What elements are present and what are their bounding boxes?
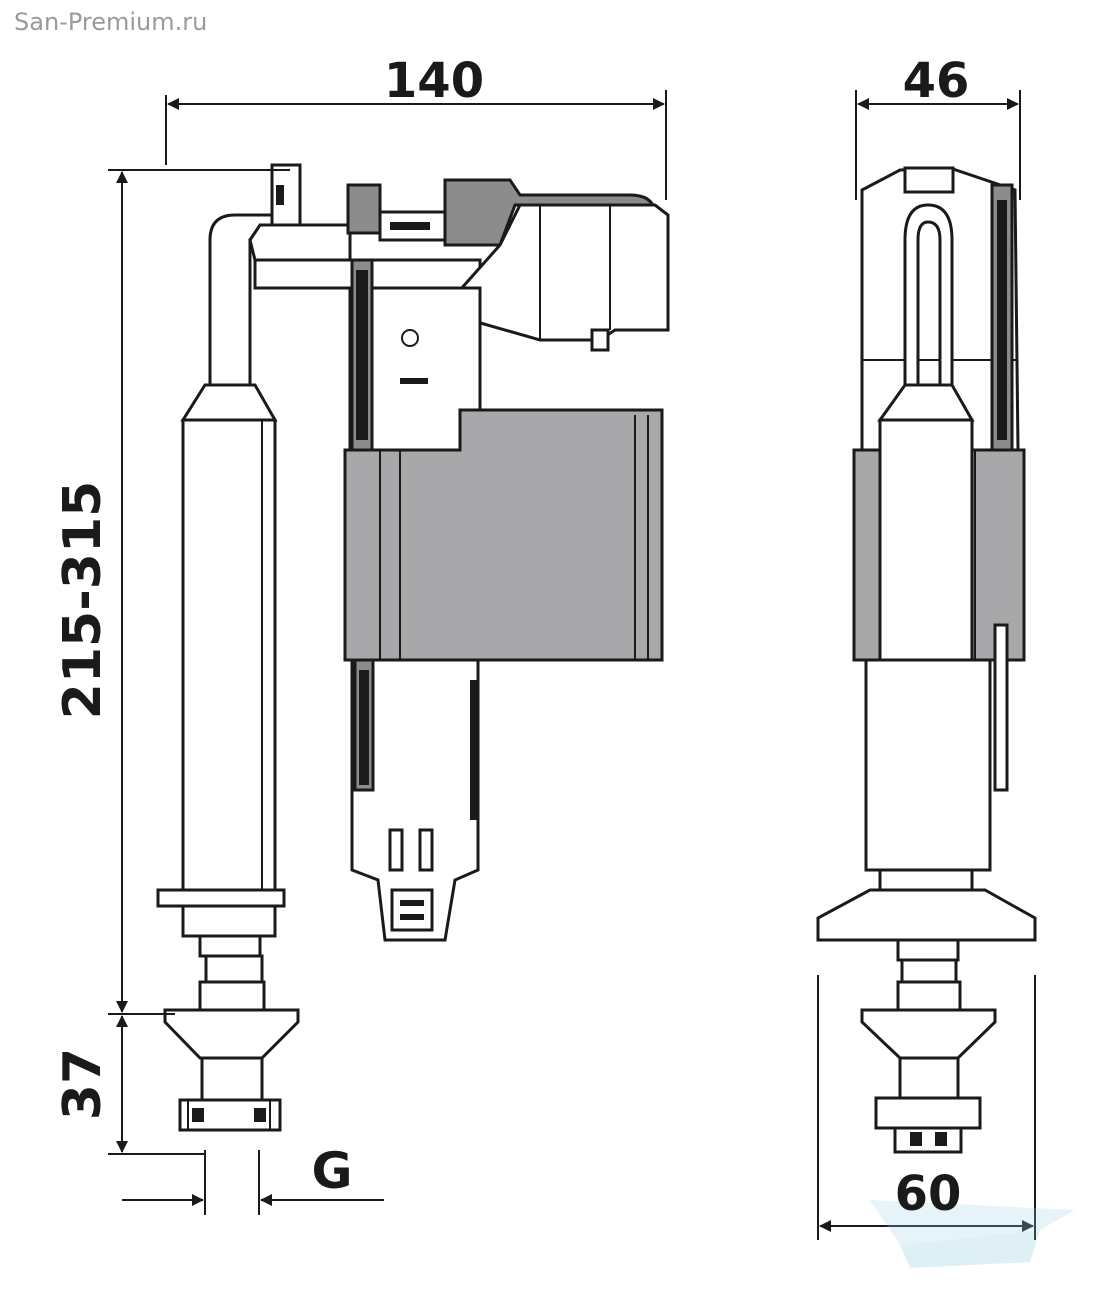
front-valve-head [248,223,352,262]
front-inlet-filter [390,888,434,932]
brand-logo-watermark [870,1200,1075,1268]
front-nut-upper [198,934,262,958]
side-base-flange [816,888,1037,942]
dim-label-140: 140 [384,53,484,109]
dim-label-46: 46 [903,53,970,109]
dim-label-height: 215-315 [53,481,113,720]
front-main-float [343,408,664,662]
site-watermark: San-Premium.ru [14,8,208,36]
front-lower-nut [163,1008,300,1060]
side-thread-stem [874,1096,982,1130]
front-base-flange [156,888,286,908]
front-riser-cone [180,383,278,422]
dimension-lines [108,90,1036,1240]
dim-label-60: 60 [895,1166,962,1222]
side-cap [903,166,955,194]
front-lever-block [346,183,382,235]
side-view [816,166,1037,1154]
side-nut-upper [896,938,960,962]
dim-label-37: 37 [53,1048,113,1120]
dim-label-g: G [311,1142,352,1200]
side-lower-body [864,658,992,872]
front-view [156,163,670,1132]
front-riser-tube [181,418,277,892]
side-lower-nut [860,1008,997,1060]
